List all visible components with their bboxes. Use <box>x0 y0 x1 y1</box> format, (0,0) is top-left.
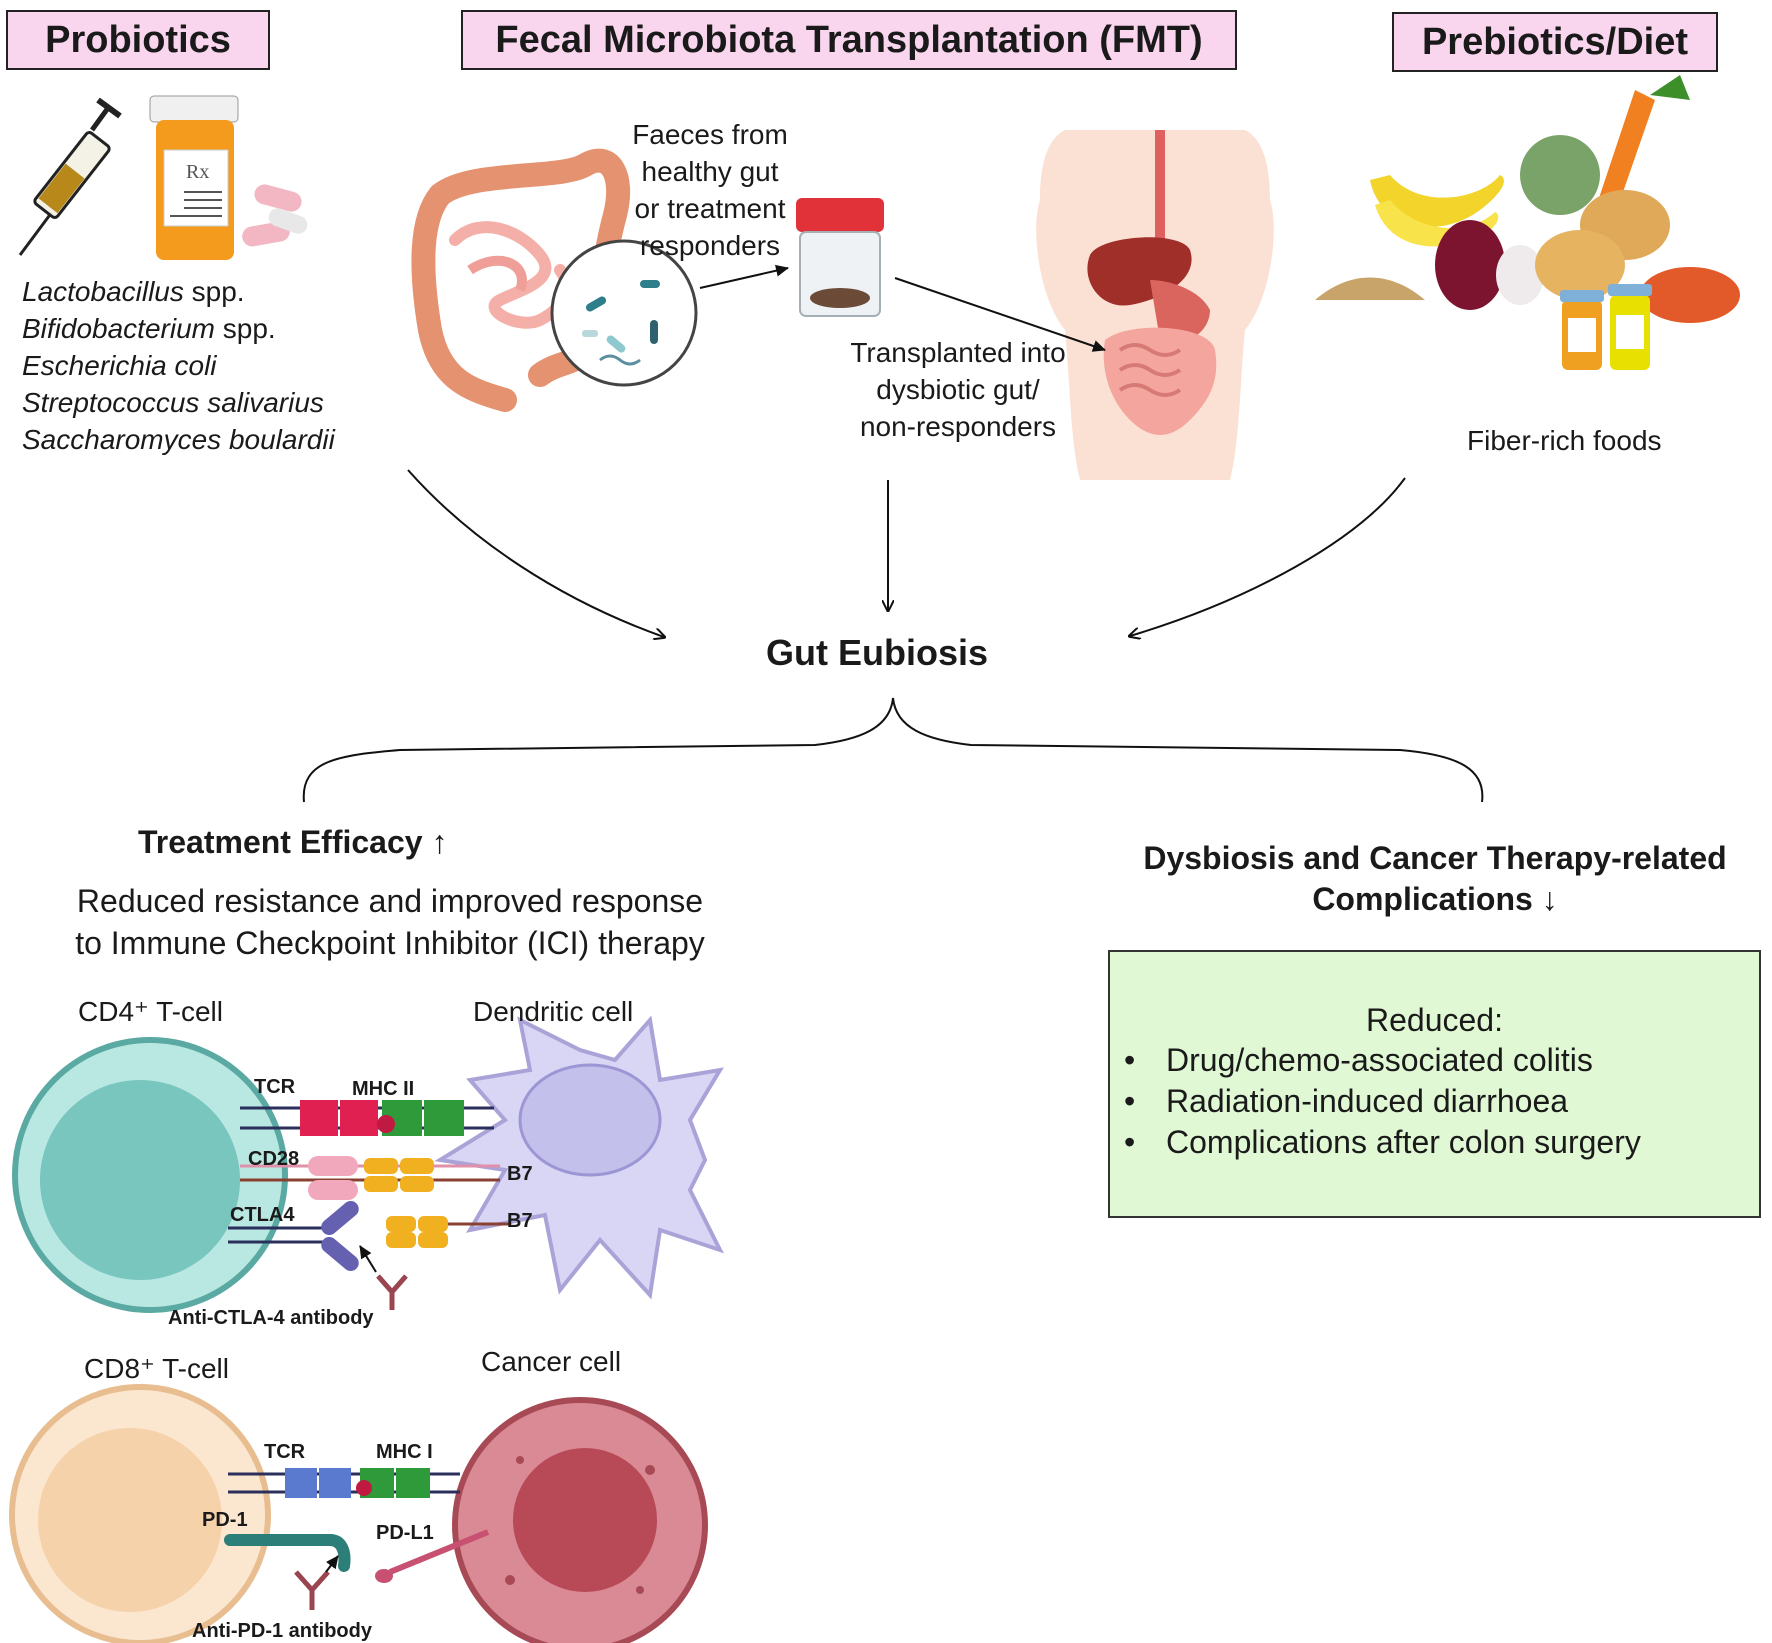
mhc-ii-label: MHC II <box>352 1078 415 1100</box>
pdl1-label: PD-L1 <box>376 1522 434 1544</box>
cd8-t-cell-icon <box>9 1384 271 1643</box>
capsules-icon <box>242 184 308 247</box>
anti-ctla4-label: Anti-CTLA-4 antibody <box>168 1307 374 1329</box>
pd1-receptor <box>224 1534 351 1572</box>
tcr-receptor-2 <box>285 1468 317 1498</box>
anti-pd1-antibody-icon <box>294 1555 339 1610</box>
list-item: Complications after colon surgery <box>1118 1122 1641 1163</box>
list-item: Radiation-induced diarrhoea <box>1118 1081 1641 1122</box>
faeces-source-label: Faeces from healthy gut or treatment res… <box>632 119 788 261</box>
pdl1-ligand <box>388 1529 490 1575</box>
mhc-i-label: MHC I <box>376 1441 433 1463</box>
ctla4-receptor <box>321 1201 359 1235</box>
svg-text:Rx: Rx <box>186 161 209 183</box>
prebiotics-header: Prebiotics/Diet <box>1392 12 1718 72</box>
species-item: Escherichia coli <box>22 350 217 381</box>
divergence-brace <box>302 697 1484 803</box>
cd28-label: CD28 <box>248 1148 300 1170</box>
fmt-header: Fecal Microbiota Transplantation (FMT) <box>461 10 1237 70</box>
tcr-receptor <box>300 1100 338 1136</box>
b7-label: B7 <box>507 1163 533 1185</box>
tcr-label: TCR <box>254 1076 296 1098</box>
treatment-efficacy-title: Treatment Efficacy ↑ <box>138 824 448 860</box>
probiotic-species-list: Lactobacillus spp. Bifidobacterium spp. … <box>22 273 335 458</box>
probiotics-header: Probiotics <box>6 10 270 70</box>
arrow-probiotics-to-eubiosis <box>407 469 664 637</box>
cd4-t-cell-icon <box>12 1037 288 1313</box>
cd28-receptor <box>308 1156 358 1176</box>
ctla4-label: CTLA4 <box>230 1204 295 1226</box>
cd4-t-cell-label: CD4⁺ T-cell <box>78 996 223 1027</box>
efficacy-description: Reduced resistance and improved response… <box>75 883 705 961</box>
b7-label-2: B7 <box>507 1210 533 1232</box>
stool-jar-icon <box>796 198 884 317</box>
list-item: Drug/chemo-associated colitis <box>1118 1040 1641 1081</box>
syringe-icon <box>18 97 122 256</box>
cancer-cell-label: Cancer cell <box>481 1346 622 1377</box>
fiber-foods-caption: Fiber-rich foods <box>1467 425 1662 456</box>
pd1-label: PD-1 <box>202 1509 248 1531</box>
reduced-label: Reduced: <box>1366 1002 1503 1038</box>
cancer-cell-icon <box>452 1397 708 1643</box>
b7-ligand <box>364 1158 398 1174</box>
arrow-to-gut <box>894 277 1106 352</box>
cd8-t-cell-label: CD8⁺ T-cell <box>84 1353 229 1384</box>
pill-bottle-icon: Rx <box>149 95 239 260</box>
anti-ctla4-antibody-icon <box>359 1245 408 1310</box>
dendritic-cell-label: Dendritic cell <box>473 996 634 1027</box>
fiber-foods-icon <box>1315 75 1740 370</box>
dysbiosis-title: Dysbiosis and Cancer Therapy-related Com… <box>1143 840 1727 917</box>
complications-list: Drug/chemo-associated colitis Radiation-… <box>1118 1040 1641 1163</box>
bacteria-magnifier-icon <box>550 239 698 387</box>
tcr-label-2: TCR <box>264 1441 306 1463</box>
arrow-prebiotics-to-eubiosis <box>1130 477 1406 636</box>
anti-pd1-label: Anti-PD-1 antibody <box>192 1620 372 1642</box>
arrow-to-jar <box>699 264 789 289</box>
species-item: Bifidobacterium spp. <box>22 313 276 344</box>
dendritic-cell-icon <box>434 1015 724 1300</box>
species-item: Streptococcus salivarius <box>22 387 324 418</box>
species-item: Lactobacillus spp. <box>22 276 245 307</box>
human-torso-icon <box>1036 130 1274 480</box>
species-item: Saccharomyces boulardii <box>22 424 335 455</box>
transplant-label: Transplanted into dysbiotic gut/ non-res… <box>850 337 1066 442</box>
gut-eubiosis-title: Gut Eubiosis <box>766 632 989 673</box>
